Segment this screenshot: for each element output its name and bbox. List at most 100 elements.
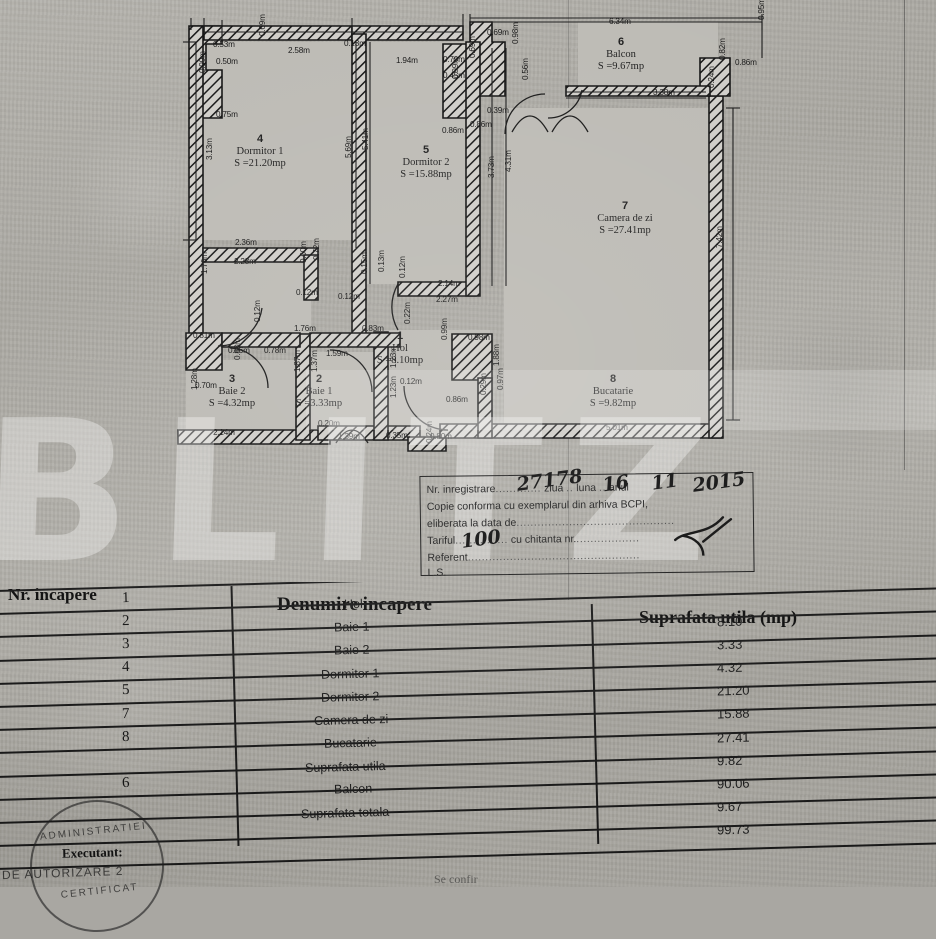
table-cell-area: 21.20 [716,682,750,699]
registration-stamp-box: Nr. inregistrare............. ziua .. lu… [419,465,755,579]
dimension-label: 0.86m [735,58,757,67]
room-number: 2 [315,373,323,385]
dimension-label: 0.12m [338,292,360,301]
room-area: S =8.10mp [376,355,424,367]
dimension-label: 3.38m [653,88,675,97]
table-cell-room-name: Baie 2 [334,642,370,658]
dimension-label: 0.69m [487,28,509,37]
room-label: 2 Baie 1 S =3.33mp [283,373,355,411]
dimension-label: 5.69m [344,136,353,158]
table-row-line [0,680,936,708]
room-label: 4 Dormitor 1 S =21.20mp [208,133,312,171]
dimension-label: 0.12m [400,377,422,386]
table-cell-area: 3.33 [716,636,743,653]
table-cell-room-number: 4 [121,659,130,676]
room-name: Baie 2 [218,385,246,397]
dimension-label: 1.94m [396,56,418,65]
dimension-label: 0.15m [360,252,369,274]
dimension-label: 0.60m [299,241,308,263]
dimension-label: 0.99m [198,51,207,73]
dimension-label: 1.76m [294,324,316,333]
table-cell-area: 9.67 [716,798,743,815]
room-name: Hol [392,342,408,354]
room-number: 8 [609,373,617,385]
reg-eliberata-label: eliberata la data de [426,516,517,530]
dimension-label: 2.23m [234,257,256,266]
table-column-separator [590,604,600,844]
dimension-label: 2.58m [288,46,310,55]
dimension-label: 0.20m [318,419,340,428]
dimension-label: 1.59m [326,349,348,358]
table-cell-area: 8.10 [716,613,743,629]
dimension-label: 2.14m [438,279,460,288]
table-cell-area: 9.82 [716,752,743,769]
table-cell-room-number: 1 [121,589,130,606]
room-number: 4 [256,133,264,145]
handwritten-tariff: 100 [459,525,503,553]
dimension-label: 1.87m [293,350,302,372]
dimension-label: 5.01m [606,423,628,432]
dimension-label: 0.75m [216,110,238,119]
reg-referent-label: Referent [427,551,468,564]
dimension-label: 0.45m [443,71,465,80]
dimension-label: 6.34m [609,17,631,26]
dimension-label: 1.88m [492,344,501,366]
dimension-label: 3.13m [205,138,214,160]
dimension-label: 0.99m [451,57,460,79]
room-area: S =9.67mp [597,61,645,73]
room-area: S =3.33mp [295,398,343,410]
reg-ls-label: L.S. [427,566,447,579]
room-name: Dormitor 2 [402,156,450,168]
dimension-label: 0.12m [253,300,262,322]
table-cell-room-name: Dormitor 1 [320,665,380,682]
table-cell-room-name: Suprafata utila [304,758,386,776]
table-cell-room-number: 6 [121,775,130,792]
handwritten-signature-mark [674,516,733,556]
room-area: S =15.88mp [400,169,452,181]
bottom-faint-text: Se confir [434,872,478,886]
floor-plan-svg [177,14,763,452]
room-label: 6 Balcon S =9.67mp [573,36,669,74]
room-area: S =21.20mp [234,158,286,170]
table-cell-area: 4.32 [716,659,743,676]
room-label: 3 Baie 2 S =4.32mp [196,373,268,411]
table-row-line [0,703,936,731]
dimension-label: 0.86m [442,126,464,135]
dimension-label: 1.28m [190,368,199,390]
dimension-label: 0.24m [425,421,434,443]
table-cell-area: 99.73 [716,821,750,838]
room-name: Baie 1 [305,385,333,397]
dimension-label: 0.06m [228,346,250,355]
dimension-label: 0.56m [521,58,530,80]
room-label: 1 Hol S =8.10mp [364,330,436,368]
room-schedule-table: Nr. incapere Denumire incapere Suprafata… [0,582,936,887]
room-label: 5 Dormitor 2 S =15.88mp [376,144,476,182]
dimension-label: 0.24m [707,66,716,88]
room-number: 1 [396,330,404,342]
room-name: Bucatarie [592,385,634,397]
dimension-label: 0.86m [446,395,468,404]
dimension-label: 2.36m [235,238,257,247]
table-row-line [0,726,936,754]
table-cell-room-name: Suprafata totala [301,805,390,822]
dimension-label: 0.98m [511,22,520,44]
dimension-label: 0.12m [296,288,318,297]
dimension-label: 0.81m [193,331,215,340]
stamp-arc-text-top: ADMINISTRATIEI [39,820,148,843]
table-cell-room-number: 3 [121,635,130,653]
dimension-label: 0.82m [718,38,727,60]
dimension-label: 3.73m [487,156,496,178]
room-name: Balcon [606,48,636,60]
handwritten-day: 16 [601,470,631,497]
dimension-label: 0.35m [386,431,408,440]
room-number: 6 [617,36,625,48]
dimension-label: 1.76m [200,252,209,274]
reg-nr-label: Nr. inregistrare [426,483,496,496]
dimension-label: 0.53m [213,40,235,49]
table-cell-area: 27.41 [716,729,750,746]
handwritten-month: 11 [650,469,680,495]
room-number: 5 [422,144,430,156]
dimension-label: 0.12m [398,256,407,278]
dimension-label: 1.39m [338,432,360,441]
dimension-label: 0.99m [440,318,449,340]
